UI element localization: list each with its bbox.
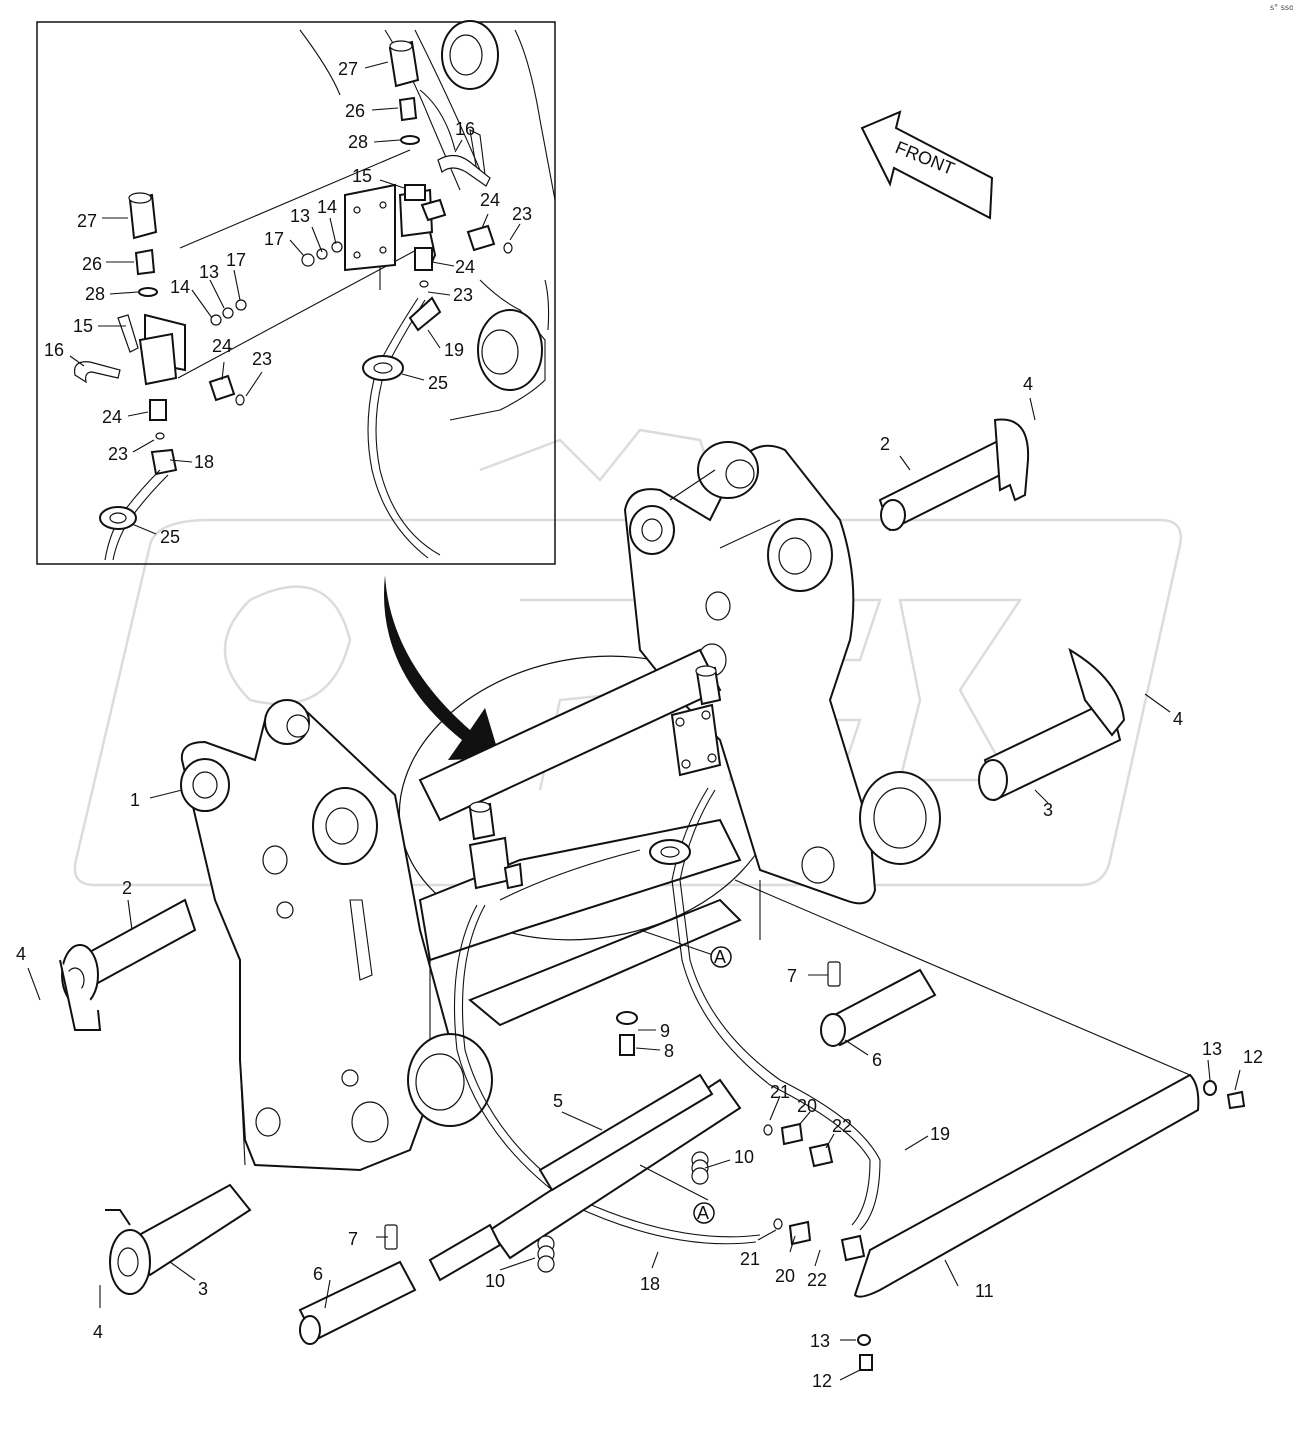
label-23-left-b: 23 — [108, 444, 128, 464]
label-9: 9 — [660, 1021, 670, 1041]
label-12-right: 12 — [1243, 1047, 1263, 1067]
label-12-bottom: 12 — [812, 1371, 832, 1391]
pin-3-right — [978, 647, 1126, 802]
label-15-top: 15 — [352, 166, 372, 186]
label-16-top: 16 — [455, 119, 475, 139]
inset-callouts: 27 26 28 16 15 14 13 17 24 23 24 23 19 2… — [44, 59, 532, 547]
label-20-bottom: 20 — [775, 1266, 795, 1286]
label-19-inset: 19 — [444, 340, 464, 360]
label-7-left: 7 — [348, 1229, 358, 1249]
label-14-top: 14 — [317, 197, 337, 217]
label-23-top-b: 23 — [453, 285, 473, 305]
label-6-right: 6 — [872, 1050, 882, 1070]
label-1: 1 — [130, 790, 140, 810]
inset-frame — [36, 21, 556, 565]
label-17-left: 17 — [226, 250, 246, 270]
label-4-top-right: 4 — [1023, 374, 1033, 394]
label-3-left: 3 — [198, 1279, 208, 1299]
label-4-bottom-left: 4 — [93, 1322, 103, 1342]
label-10-left: 10 — [485, 1271, 505, 1291]
label-23-top-a: 23 — [512, 204, 532, 224]
label-26-left: 26 — [82, 254, 102, 274]
label-13-top: 13 — [290, 206, 310, 226]
label-27-top: 27 — [338, 59, 358, 79]
label-a-top: A — [714, 947, 726, 967]
label-7-right: 7 — [787, 966, 797, 986]
label-16-left: 16 — [44, 340, 64, 360]
marker-a-bottom — [693, 1202, 715, 1224]
label-14-left: 14 — [170, 277, 190, 297]
label-13-bottom: 13 — [810, 1331, 830, 1351]
front-arrow: FRONT — [860, 110, 994, 220]
label-19-main: 19 — [930, 1124, 950, 1144]
label-24-left-b: 24 — [102, 407, 122, 427]
label-28-top: 28 — [348, 132, 368, 152]
label-2-top: 2 — [880, 434, 890, 454]
label-8: 8 — [664, 1041, 674, 1061]
label-11: 11 — [975, 1281, 994, 1301]
main-callouts: 4 2 4 3 1 2 4 3 4 A 7 9 8 6 13 12 5 21 2… — [16, 374, 1263, 1391]
label-18-inset: 18 — [194, 452, 214, 472]
label-27-left: 27 — [77, 211, 97, 231]
label-26-top: 26 — [345, 101, 365, 121]
label-13-left: 13 — [199, 262, 219, 282]
zoom-arrow — [383, 575, 500, 760]
label-24-top-b: 24 — [455, 257, 475, 277]
label-22-bottom: 22 — [807, 1270, 827, 1290]
label-20-top: 20 — [797, 1096, 817, 1116]
label-25-inset-b: 25 — [160, 527, 180, 547]
label-17-top: 17 — [264, 229, 284, 249]
label-25-inset-a: 25 — [428, 373, 448, 393]
pin-2-top — [878, 418, 1030, 532]
label-21-top: 21 — [770, 1082, 790, 1102]
pin-2-left — [59, 898, 197, 1031]
pin-3-left — [105, 1183, 252, 1295]
label-21-bottom: 21 — [740, 1249, 760, 1269]
label-6-left: 6 — [313, 1264, 323, 1284]
label-28-left: 28 — [85, 284, 105, 304]
main-drawing — [27, 397, 1246, 1381]
label-22-top: 22 — [832, 1116, 852, 1136]
label-15-left: 15 — [73, 316, 93, 336]
label-10-right: 10 — [734, 1147, 754, 1167]
inset-drawing — [69, 20, 556, 561]
label-18-main: 18 — [640, 1274, 660, 1294]
label-4-right: 4 — [1173, 709, 1183, 729]
label-24-top-a: 24 — [480, 190, 500, 210]
label-2-left: 2 — [122, 878, 132, 898]
marker-a-top — [710, 946, 732, 968]
label-13-right: 13 — [1202, 1039, 1222, 1059]
label-23-left-a: 23 — [252, 349, 272, 369]
label-4-left: 4 — [16, 944, 26, 964]
label-5: 5 — [553, 1091, 563, 1111]
label-a-bottom: A — [697, 1203, 709, 1223]
label-3-right: 3 — [1043, 800, 1053, 820]
corner-mark: s° sso — [1270, 3, 1293, 12]
label-24-left-a: 24 — [212, 336, 232, 356]
